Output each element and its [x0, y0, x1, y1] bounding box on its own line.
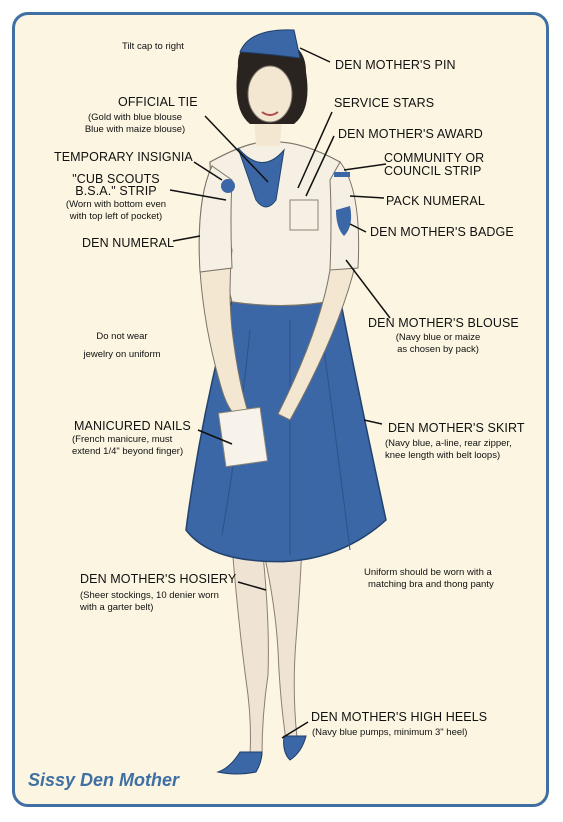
label-official-tie-detail-1: (Gold with blue blouse [88, 112, 182, 123]
label-den-mothers-hosiery-detail-2: with a garter belt) [80, 602, 154, 613]
label-official-tie-detail-2: Blue with maize blouse) [84, 124, 186, 135]
label-manicured-nails: MANICURED NAILS [74, 419, 191, 433]
booklet [217, 406, 269, 468]
label-cub-scouts-strip-detail-2: with top left of pocket) [69, 211, 163, 222]
den-mothers-badge-patch [336, 206, 352, 236]
note-underwear-1: Uniform should be worn with a [364, 567, 492, 578]
left-leg [231, 544, 269, 756]
label-den-mothers-blouse-detail-1: (Navy blue or maize [395, 332, 481, 343]
garrison-cap [239, 29, 301, 59]
leader-lines [169, 47, 391, 739]
face [247, 65, 293, 123]
left-pump [216, 751, 263, 775]
label-manicured-nails-detail-2: extend 1/4" beyond finger) [72, 446, 184, 457]
label-cub-scouts-strip-2: B.S.A." STRIP [75, 184, 157, 198]
note-jewelry-2: jewelry on uniform [83, 349, 161, 360]
label-den-mothers-pin: DEN MOTHER'S PIN [335, 58, 456, 72]
footer-title: Sissy Den Mother [28, 770, 180, 790]
label-den-mothers-blouse: DEN MOTHER'S BLOUSE [368, 316, 519, 330]
right-pump [283, 735, 307, 761]
label-temporary-insignia: TEMPORARY INSIGNIA [54, 150, 193, 164]
label-cub-scouts-strip-1: "CUB SCOUTS [72, 172, 160, 186]
note-cap: Tilt cap to right [122, 41, 184, 52]
label-official-tie: OFFICIAL TIE [118, 95, 198, 109]
note-jewelry-1: Do not wear [96, 331, 148, 342]
label-community-strip-1: COMMUNITY OR [384, 151, 485, 165]
label-den-mothers-skirt: DEN MOTHER'S SKIRT [388, 421, 525, 435]
label-den-mothers-skirt-detail-1: (Navy blue, a-line, rear zipper, [385, 438, 512, 449]
label-community-strip-2: COUNCIL STRIP [384, 164, 482, 178]
council-strip-patch [334, 172, 350, 177]
label-pack-numeral: PACK NUMERAL [386, 194, 485, 208]
label-den-mothers-skirt-detail-2: knee length with belt loops) [385, 450, 501, 461]
note-underwear-2: matching bra and thong panty [368, 579, 494, 590]
label-manicured-nails-detail-1: (French manicure, must [72, 434, 173, 445]
label-den-numeral: DEN NUMERAL [82, 236, 175, 250]
label-den-mothers-award: DEN MOTHER'S AWARD [338, 127, 483, 141]
label-den-mothers-badge: DEN MOTHER'S BADGE [370, 225, 514, 239]
pocket [289, 199, 319, 231]
temporary-insignia-patch [221, 179, 235, 193]
label-cub-scouts-strip-detail-1: (Worn with bottom even [65, 199, 167, 210]
label-den-mothers-high-heels-detail: (Navy blue pumps, minimum 3" heel) [312, 727, 468, 738]
label-den-mothers-blouse-detail-2: as chosen by pack) [397, 344, 479, 355]
label-den-mothers-hosiery-detail-1: (Sheer stockings, 10 denier worn [80, 590, 219, 601]
label-den-mothers-high-heels: DEN MOTHER'S HIGH HEELS [311, 710, 488, 724]
label-service-stars: SERVICE STARS [334, 96, 435, 110]
label-den-mothers-hosiery: DEN MOTHER'S HOSIERY [80, 572, 237, 586]
